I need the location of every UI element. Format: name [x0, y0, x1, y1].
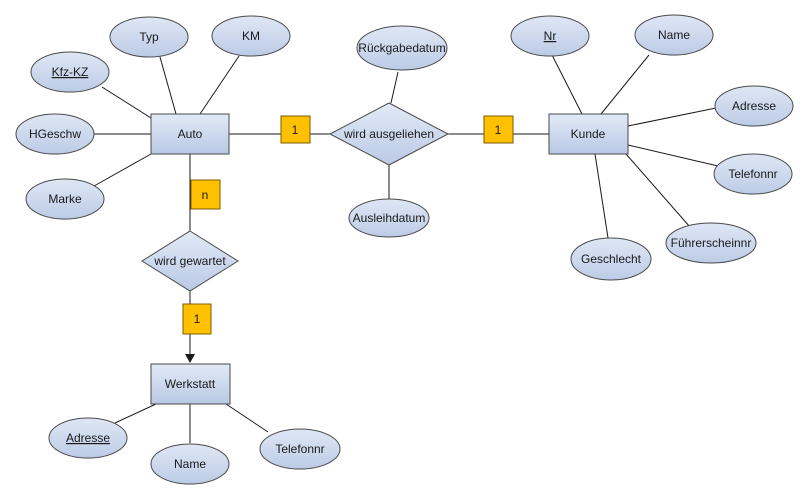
- entity-werkstatt-label: Werkstatt: [165, 377, 216, 391]
- attr-kunde-geschlecht: Geschlecht: [570, 237, 652, 281]
- svg-text:KM: KM: [242, 29, 260, 43]
- svg-text:Marke: Marke: [48, 192, 82, 206]
- svg-text:HGeschw: HGeschw: [29, 127, 81, 141]
- entity-kunde: Kunde: [548, 113, 629, 155]
- attr-auto-marke: Marke: [25, 178, 105, 220]
- line-auto-marke: [93, 153, 152, 187]
- line-kunde-adresse: [627, 107, 717, 127]
- entity-auto-label: Auto: [178, 127, 203, 141]
- attr-werkstatt-telefonnr: Telefonnr: [259, 428, 341, 470]
- connectors: [93, 52, 719, 443]
- line-werkstatt-adresse: [114, 403, 157, 424]
- svg-text:1: 1: [495, 123, 502, 137]
- attr-ausleihdatum: Ausleihdatum: [348, 198, 430, 238]
- svg-text:Adresse: Adresse: [66, 431, 110, 445]
- line-kunde-telefon: [627, 144, 719, 167]
- svg-text:Geschlecht: Geschlecht: [581, 252, 642, 266]
- svg-text:Typ: Typ: [139, 30, 159, 44]
- svg-text:Nr: Nr: [544, 29, 557, 43]
- attr-werkstatt-adresse-key: Adresse: [48, 417, 128, 459]
- svg-text:Kfz-KZ: Kfz-KZ: [52, 65, 89, 79]
- relationship-wird-gewartet: wird gewartet: [141, 230, 239, 292]
- svg-text:Rückgabedatum: Rückgabedatum: [358, 41, 445, 55]
- attr-auto-typ: Typ: [109, 16, 189, 58]
- attr-kunde-name: Name: [634, 14, 714, 56]
- svg-text:Führerscheinnr: Führerscheinnr: [671, 236, 752, 250]
- svg-text:1: 1: [194, 312, 201, 326]
- cardinality-kunde-ausgeliehen: 1: [483, 115, 514, 144]
- svg-text:n: n: [202, 188, 209, 202]
- line-auto-kfz: [101, 86, 152, 119]
- attr-auto-kfz-kz-key: Kfz-KZ: [30, 51, 110, 93]
- relationship-wird-gewartet-label: wird gewartet: [153, 254, 226, 268]
- svg-text:Ausleihdatum: Ausleihdatum: [353, 211, 426, 225]
- line-kunde-geschlecht: [594, 153, 609, 239]
- entity-werkstatt: Werkstatt: [150, 363, 231, 405]
- entity-auto: Auto: [150, 113, 230, 155]
- cardinality-werkstatt-gewartet: 1: [182, 303, 212, 335]
- svg-text:Adresse: Adresse: [732, 99, 776, 113]
- cardinality-auto-gewartet: n: [190, 179, 221, 210]
- attr-auto-hgeschw: HGeschw: [15, 113, 95, 155]
- svg-text:Name: Name: [658, 28, 690, 42]
- line-auto-km: [199, 55, 240, 115]
- attr-kunde-adresse: Adresse: [714, 85, 794, 127]
- attr-auto-km: KM: [211, 15, 291, 57]
- line-kunde-fuehrerschein: [625, 153, 691, 228]
- entity-kunde-label: Kunde: [571, 127, 606, 141]
- line-kunde-nr: [550, 52, 583, 115]
- relationship-wird-ausgeliehen-label: wird ausgeliehen: [343, 127, 434, 141]
- attr-kunde-fuehrerscheinnr: Führerscheinnr: [665, 222, 757, 264]
- attr-werkstatt-name: Name: [150, 443, 230, 485]
- line-kunde-name: [600, 54, 650, 115]
- line-werkstatt-telefon: [225, 403, 269, 433]
- line-auto-typ: [159, 56, 177, 115]
- relationship-wird-ausgeliehen: wird ausgeliehen: [328, 102, 450, 166]
- svg-text:1: 1: [292, 123, 299, 137]
- line-rel-rueckgabe: [390, 71, 399, 104]
- svg-text:Telefonnr: Telefonnr: [275, 442, 324, 456]
- attr-kunde-nr-key: Nr: [510, 15, 590, 57]
- attr-kunde-telefonnr: Telefonnr: [713, 153, 793, 195]
- cardinality-auto-ausgeliehen: 1: [280, 115, 311, 144]
- attr-rueckgabedatum: Rückgabedatum: [356, 25, 448, 71]
- svg-text:Name: Name: [174, 457, 206, 471]
- svg-text:Telefonnr: Telefonnr: [728, 167, 777, 181]
